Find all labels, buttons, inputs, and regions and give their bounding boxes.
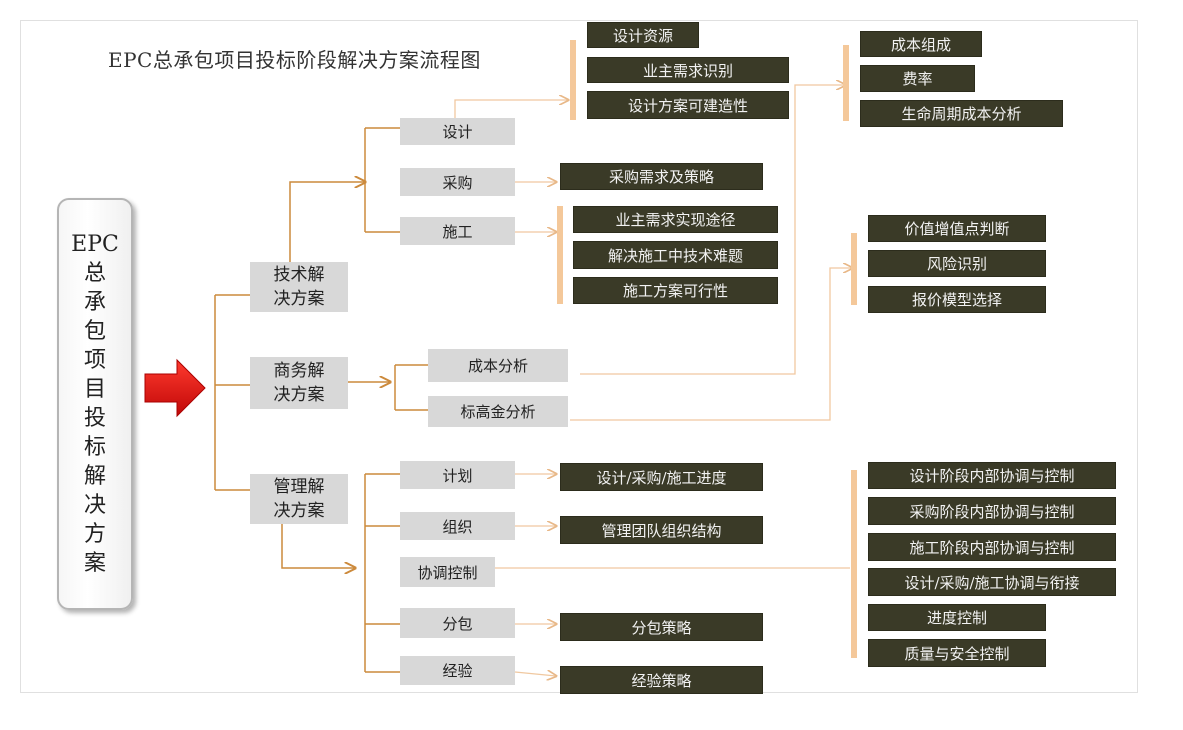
root-char: EPC — [71, 232, 119, 257]
root-label: EPC 总 承 包 项 目 投 标 解 决 方 案 — [59, 230, 131, 578]
detail-subcontract-strategy: 分包策略 — [560, 613, 763, 641]
node-design: 设计 — [400, 118, 515, 145]
bracket-coordination — [851, 470, 857, 658]
root-char: 标 — [83, 435, 106, 460]
bracket-bid — [851, 233, 857, 305]
tech-to-procure — [289, 182, 365, 262]
detail-cost-composition: 成本组成 — [860, 31, 982, 57]
category-business: 商务解 决方案 — [250, 357, 348, 409]
design-to-details — [454, 100, 568, 118]
root-char: 决 — [83, 493, 106, 518]
root-char: 包 — [83, 319, 106, 344]
detail-experience-strategy: 经验策略 — [560, 666, 763, 694]
detail-technical-problems: 解决施工中技术难题 — [573, 241, 778, 269]
detail-construction-feasibility: 施工方案可行性 — [573, 277, 778, 304]
node-markup-analysis: 标高金分析 — [428, 396, 568, 427]
detail-owner-path: 业主需求实现途径 — [573, 206, 778, 233]
detail-progress-control: 进度控制 — [868, 604, 1046, 631]
root-char: 案 — [83, 551, 106, 576]
detail-value-added: 价值增值点判断 — [868, 215, 1046, 242]
detail-quote-model: 报价模型选择 — [868, 286, 1046, 313]
node-organization: 组织 — [400, 512, 515, 540]
detail-procurement-coordination: 采购阶段内部协调与控制 — [868, 497, 1116, 525]
category-management-line1: 管理解 — [273, 477, 325, 497]
node-plan: 计划 — [400, 461, 515, 489]
root-char: 方 — [83, 522, 106, 547]
category-technical-line1: 技术解 — [273, 265, 325, 285]
root-char: 解 — [83, 464, 106, 489]
detail-rate: 费率 — [860, 65, 975, 92]
root-char: 承 — [83, 290, 106, 315]
node-procurement: 采购 — [400, 168, 515, 196]
root-char: 项 — [83, 348, 106, 373]
category-technical: 技术解 决方案 — [250, 262, 348, 312]
bracket-cost — [843, 45, 849, 121]
bracket-construction — [557, 206, 563, 304]
category-business-line2: 决方案 — [273, 385, 325, 405]
detail-design-resources: 设计资源 — [587, 22, 699, 48]
detail-risk-identification: 风险识别 — [868, 250, 1046, 277]
exp-to-detail — [514, 672, 556, 676]
detail-design-coordination: 设计阶段内部协调与控制 — [868, 462, 1116, 489]
cost-to-details — [580, 85, 845, 375]
diagram-title: EPC总承包项目投标阶段解决方案流程图 — [108, 48, 481, 72]
detail-quality-safety: 质量与安全控制 — [868, 639, 1046, 667]
detail-lifecycle-cost: 生命周期成本分析 — [860, 100, 1063, 127]
node-subcontract: 分包 — [400, 608, 515, 638]
node-experience: 经验 — [400, 656, 515, 685]
node-coordination-control: 协调控制 — [400, 557, 495, 587]
detail-constructability: 设计方案可建造性 — [587, 91, 789, 119]
red-arrow-icon — [144, 358, 206, 418]
node-cost-analysis: 成本分析 — [428, 349, 568, 382]
root-char: 总 — [83, 261, 106, 286]
root-char: 投 — [83, 406, 106, 431]
detail-epc-interface: 设计/采购/施工协调与衔接 — [868, 568, 1116, 596]
detail-org-structure: 管理团队组织结构 — [560, 516, 763, 544]
detail-construction-coordination: 施工阶段内部协调与控制 — [868, 533, 1116, 561]
root-node: EPC 总 承 包 项 目 投 标 解 决 方 案 — [57, 198, 133, 610]
category-management-line2: 决方案 — [273, 501, 325, 521]
category-management: 管理解 决方案 — [250, 474, 348, 524]
detail-schedule: 设计/采购/施工进度 — [560, 463, 763, 491]
category-business-line1: 商务解 — [273, 361, 325, 381]
root-char: 目 — [83, 377, 106, 402]
detail-procurement-strategy: 采购需求及策略 — [560, 163, 763, 190]
node-construction: 施工 — [400, 217, 515, 245]
category-technical-line2: 决方案 — [273, 289, 325, 309]
mgmt-to-coord — [281, 522, 355, 568]
bracket-design — [570, 40, 576, 120]
detail-owner-requirements: 业主需求识别 — [587, 57, 789, 83]
bid-to-details — [570, 268, 852, 421]
